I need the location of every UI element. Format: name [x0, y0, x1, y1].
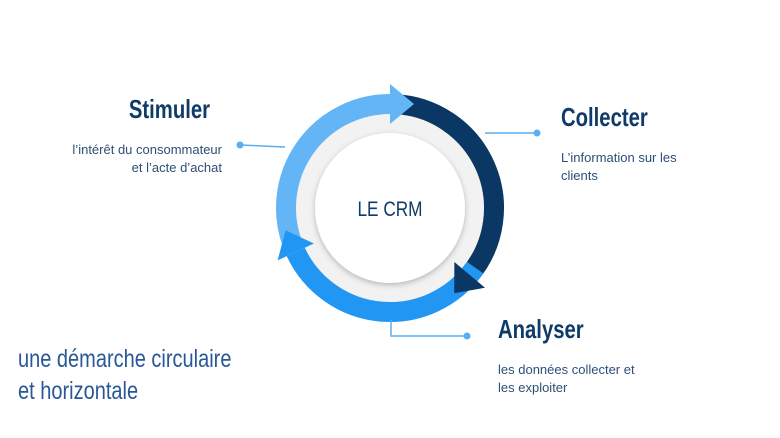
desc-line: les données collecter et: [498, 362, 635, 377]
step-desc-analyser: les données collecter et les exploiter: [498, 361, 635, 397]
desc-line: l’intérêt du consommateur: [72, 142, 222, 157]
arrowhead-collecter-icon: [454, 261, 485, 294]
step-title-collecter: Collecter: [561, 102, 648, 132]
arc-collecter: [393, 94, 504, 282]
center-label: LE CRM: [357, 199, 422, 222]
center-circle: [315, 133, 465, 283]
step-desc-stimuler: l’intérêt du consommateur et l’acte d’ac…: [72, 141, 222, 177]
tagline-line: une démarche circulaire: [18, 345, 232, 373]
analyser-connector-dot: [463, 332, 471, 340]
desc-line: clients: [561, 168, 598, 183]
arc-analyser: [286, 247, 484, 322]
arc-stimuler: [276, 94, 391, 247]
collecter-connector-dot: [533, 129, 541, 137]
desc-line: les exploiter: [498, 380, 568, 395]
desc-line: et l’acte d’achat: [131, 160, 222, 175]
tagline-line: et horizontale: [18, 377, 139, 405]
arrowhead-analyser-icon: [277, 230, 314, 261]
step-desc-collecter: L’information sur les clients: [561, 149, 677, 185]
arrowhead-stimuler-icon: [390, 84, 414, 124]
tagline: une démarche circulaire et horizontale: [18, 343, 231, 407]
desc-line: L’information sur les: [561, 150, 677, 165]
step-title-analyser: Analyser: [498, 314, 584, 344]
analyser-connector: [390, 320, 467, 337]
stimuler-connector-dot: [236, 141, 244, 149]
step-title-stimuler: Stimuler: [128, 94, 210, 124]
stimuler-connector: [239, 144, 286, 148]
